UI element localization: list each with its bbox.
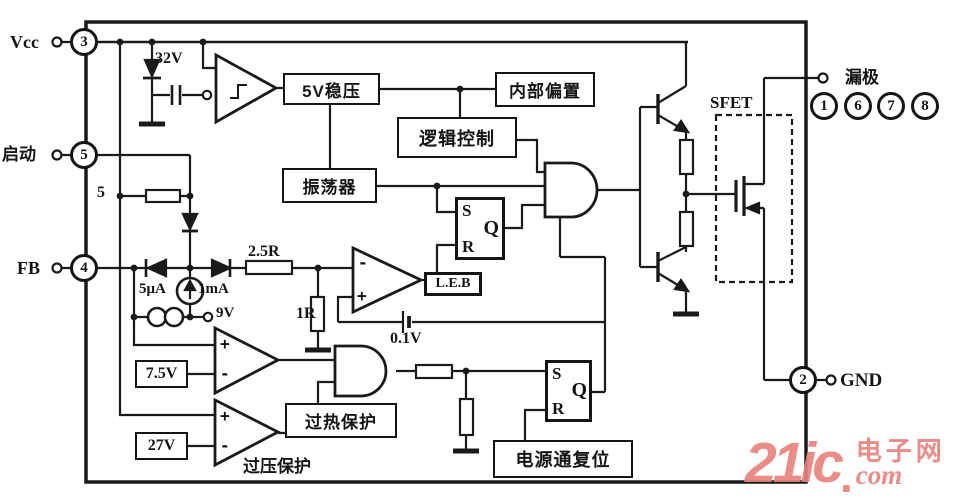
resistor-1r-label: 1R [296,305,316,322]
sr-latch-fault: S Q R [545,360,592,422]
current-source-symbols [146,276,214,328]
ref-27v: 27V [135,432,188,460]
current-sense-comparator-symbol [351,245,425,315]
drain-label: 漏极 [845,68,879,87]
resistor-2r5-symbol [244,259,294,276]
pin-4-fb: 4 [70,254,98,282]
ic-border [84,20,808,484]
block-leb: L.E.B [424,272,482,296]
zener-32v-symbol [143,58,161,80]
block-thermal-protection: 过热保护 [285,403,397,438]
watermark-brand: 21ic [745,431,844,496]
latch-q-label: Q [483,217,499,239]
watermark-cn: 电子网 [855,436,946,466]
block-internal-bias: 内部偏置 [495,72,595,107]
protection-resistor-symbols [414,363,475,437]
pin-2-gnd: 2 [789,366,817,394]
watermark: 21ic . 电子网 com [745,431,946,498]
minus-sign: - [220,436,230,455]
npn-transistor-lower [656,246,691,312]
latch-r-label: R [552,399,565,418]
latch-s-label: S [552,364,562,383]
mosfet-symbol [734,78,789,382]
pin-8-drain: 8 [911,92,939,120]
junction-dots [116,38,690,375]
pin-6-drain: 6 [844,92,872,120]
ovp-caption: 过压保护 [243,457,311,476]
block-oscillator: 振荡器 [282,168,377,203]
block-logic-control: 逻辑控制 [397,117,517,158]
pin-3-vcc: 3 [70,28,98,56]
sr-latch-pwm: S Q R [455,197,505,260]
latch-q-label: Q [571,379,587,401]
gnd-label: GND [840,370,883,391]
battery-0v1-symbol [401,311,411,333]
ref-9v-label: 9V [216,305,235,321]
vcc-label: Vcc [10,32,39,52]
block-power-on-reset: 电源通复位 [493,440,633,478]
pin-7-drain: 7 [877,92,905,120]
plus-sign: + [220,406,230,425]
watermark-com: com [855,460,903,490]
latch-r-label: R [462,237,475,256]
block-5v-regulator: 5V稳压 [283,73,380,105]
protection-gate-symbol [333,344,388,398]
current-1ma-label: 1mA [198,281,229,297]
sfet-dashed-box [714,113,794,284]
sfet-label: SFET [710,93,753,112]
plus-sign: + [220,334,230,353]
resistor-2r5-label: 2.5R [248,243,280,260]
minus-sign: - [220,364,230,383]
ground-symbols [139,121,699,454]
current-5ua-label: 5μA [139,281,166,297]
minus-sign: - [358,253,368,272]
plus-sign: + [357,286,367,305]
pin-1-drain: 1 [810,92,838,120]
capacitor-symbol [170,85,182,105]
ref-7v5: 7.5V [135,360,188,388]
schmitt-trigger-symbol [201,52,279,125]
main-gate-symbol [543,161,599,219]
pin-5-startup: 5 [70,141,98,169]
offset-0v1-label: 0.1V [390,330,422,347]
pin-terminal-stubs [51,36,837,386]
driver-resistor-symbols [678,138,695,252]
watermark-dot: . [839,450,853,498]
uvlo-comparator-symbol [213,325,282,396]
startup-resistor-symbol [144,188,182,204]
startup-zener-symbol [181,212,199,233]
fb-diode-symbols [144,258,233,278]
npn-transistor-upper [656,42,691,140]
resistor-1r-symbol [309,295,326,333]
latch-s-label: S [462,201,472,220]
zener-32v-label: 32V [155,50,183,67]
ovp-comparator-symbol [213,397,282,468]
startup-resistor-label: 5 [97,184,105,201]
startup-label: 启动 [2,145,36,164]
fb-label: FB [17,258,41,278]
